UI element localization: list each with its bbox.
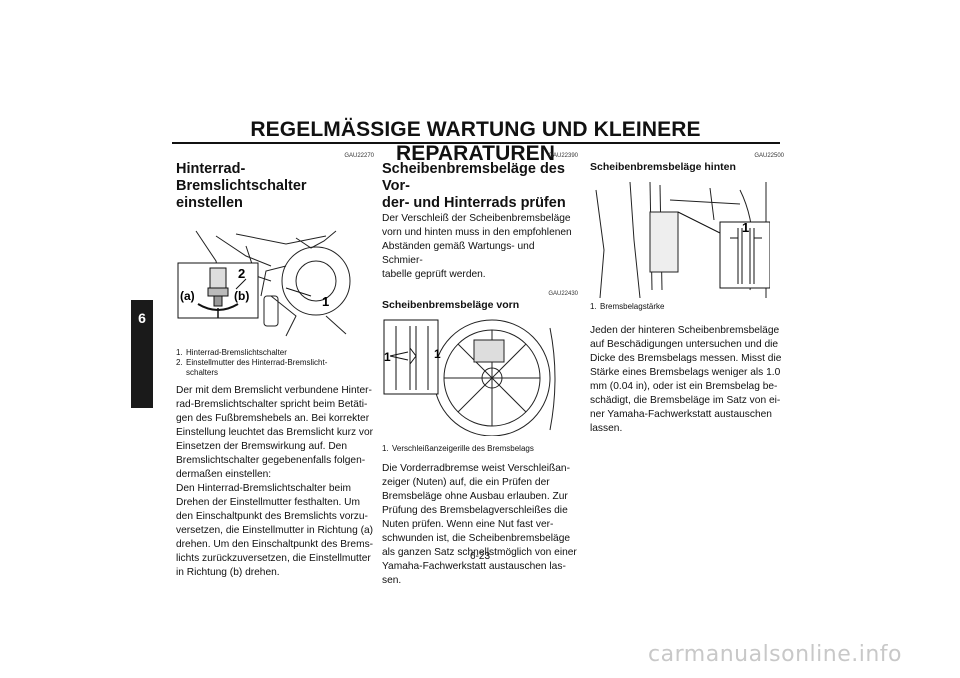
body-text: Jeden der hinteren Scheibenbremsbeläge a… [590, 325, 782, 434]
front-brake-pad-illustration: 1 1 [383, 319, 556, 436]
section-heading: Hinterrad-Bremslichtschalter einstellen [176, 161, 307, 211]
caption-item: 1.Hinterrad-Bremslichtschalter [176, 348, 287, 357]
sub-heading: Scheibenbremsbeläge hinten [590, 161, 736, 173]
column-disc-brake-pads: GAU22390 Scheibenbremsbeläge des Vor- de… [382, 152, 578, 588]
chapter-tab: 6 [131, 300, 153, 408]
fig-label-b: (b) [234, 289, 249, 303]
header-rule [172, 142, 780, 144]
caption-item: 2.Einstellmutter des Hinterrad-Bremslich… [176, 358, 328, 377]
body-text: Die Vorderradbremse weist Verschleißan- … [382, 463, 577, 586]
page-header-title: REGELMÄSSIGE WARTUNG UND KLEINERE REPARA… [250, 118, 701, 165]
section-code: GAU22500 [754, 153, 784, 159]
brake-light-switch-illustration: (a) (b) 2 1 [177, 230, 351, 337]
chapter-tab-number: 6 [138, 310, 146, 326]
section-code: GAU22270 [344, 153, 374, 159]
fig-label-1: 1 [384, 350, 391, 364]
rear-brake-pad-illustration: 1 [595, 181, 770, 298]
fig-label-a: (a) [180, 289, 195, 303]
column-rear-brake-pads: GAU22500 Scheibenbremsbeläge hinten 1 1.… [590, 152, 784, 436]
watermark-text: carmanualsonline.info [648, 642, 902, 667]
fig-label-1: 1 [434, 347, 441, 361]
page-number: 6-23 [469, 551, 490, 562]
fig-label-1: 1 [742, 220, 749, 235]
sub-heading: Scheibenbremsbeläge vorn [382, 299, 520, 311]
fig-label-2: 2 [238, 266, 245, 281]
caption-item: 1.Bremsbelagstärke [590, 302, 665, 311]
section-code: GAU22390 [548, 153, 578, 159]
caption-item: 1.Verschleißanzeigerille des Bremsbelags [382, 444, 534, 453]
fig-label-1: 1 [322, 294, 329, 309]
intro-text: Der Verschleiß der Scheibenbremsbeläge v… [382, 213, 572, 280]
section-heading: Scheibenbremsbeläge des Vor- der- und Hi… [382, 161, 566, 211]
column-brake-light-switch: GAU22270 Hinterrad-Bremslichtschalter ei… [176, 152, 374, 580]
body-text: Der mit dem Bremslicht verbundene Hinter… [176, 385, 374, 578]
section-code: GAU22430 [548, 291, 578, 297]
